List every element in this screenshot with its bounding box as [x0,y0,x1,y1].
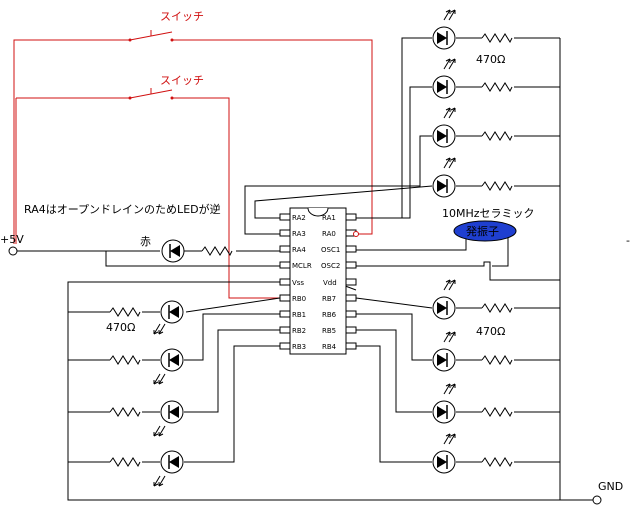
resistor-rb5 [481,407,513,417]
led-rb3 [160,450,184,474]
pin-right-5: Vdd [323,279,337,287]
pin-left-2: RA3 [292,230,306,238]
right-edge-mark: - [626,234,630,247]
resistor-rb3 [109,457,141,467]
ra4-note: RA4はオープンドレインのためLEDが逆 [24,202,221,216]
light-rays-rb0 [153,323,166,335]
led-ra-3 [432,124,456,148]
ground-rail [67,38,602,505]
pin-left-5: Vss [292,279,304,287]
resistor-rb2 [109,407,141,417]
switch-bottom [128,88,174,100]
pin-right-9: RB4 [322,343,337,351]
switch-label-top: スイッチ [160,10,204,23]
chip-right-pins [345,213,357,350]
pin-right-7: RB6 [322,311,337,319]
led-rb5 [432,400,456,424]
resistor-label-top: 470Ω [476,53,505,66]
resistor-rb6 [481,355,513,365]
led-ra-4 [432,174,456,198]
light-rays-rb4 [443,433,456,445]
resistor-rb0 [109,307,141,317]
ra-wires [244,37,560,235]
pin-left-4: MCLR [292,262,312,270]
power-rail [8,246,280,256]
oscillator-title: 10MHzセラミック [442,207,535,220]
light-rays-rb6 [443,331,456,343]
resistor-rb7 [481,303,513,313]
resistor-label-right: 470Ω [476,325,505,338]
pin-right-2: RA0 [322,230,336,238]
resistor-ra-4 [481,181,513,191]
pin-left-7: RB1 [292,311,306,319]
pin-right-6: RB7 [322,295,336,303]
led-rb0 [160,300,184,324]
rb-right-wires [355,297,560,463]
chip-left-pins [279,213,291,350]
light-rays-rb7 [443,279,456,291]
light-rays-rb2 [153,425,166,437]
pic-chip [289,207,347,355]
resistor-ra-3 [481,131,513,141]
led-rb7 [432,296,456,320]
light-rays-rb1 [153,373,166,385]
resistor-ra4 [201,246,233,256]
light-rays-rb3 [153,475,166,487]
pin-left-1: RA2 [292,214,306,222]
led-red-ra4 [161,239,185,263]
light-rays-rb5 [443,383,456,395]
led-rb1 [160,348,184,372]
resistor-ra-1 [481,33,513,43]
pin-left-3: RA4 [292,246,306,254]
led-rb2 [160,400,184,424]
pin-right-8: RB5 [322,327,336,335]
rb-left-wires [68,297,281,463]
switch-wiring [13,39,373,299]
led-ra-1 [432,26,456,50]
ceramic-oscillator [453,220,517,242]
resistor-label-left: 470Ω [106,321,135,334]
led-rb6 [432,348,456,372]
ground-label: GND [598,480,623,493]
light-rays-1 [443,9,456,21]
resistor-ra-2 [481,82,513,92]
light-rays-2 [443,58,456,70]
power-label: +5V [0,233,24,246]
led-ra-2 [432,75,456,99]
switch-label-bottom: スイッチ [160,74,204,87]
resistor-rb4 [481,457,513,467]
resistor-rb1 [109,355,141,365]
pin-left-6: RB0 [292,295,306,303]
pin-right-1: RA1 [322,214,336,222]
pin-left-8: RB2 [292,327,306,335]
led-rb4 [432,450,456,474]
oscillator-label: 発振子 [466,224,499,238]
oscillator-wires [356,235,560,281]
light-rays-3 [443,107,456,119]
switch-top [128,30,174,42]
light-rays-4 [443,157,456,169]
pin-left-9: RB3 [292,343,306,351]
red-led-label: 赤 [140,235,151,248]
pin-right-3: OSC1 [321,246,340,254]
pin-right-4: OSC2 [321,262,340,270]
